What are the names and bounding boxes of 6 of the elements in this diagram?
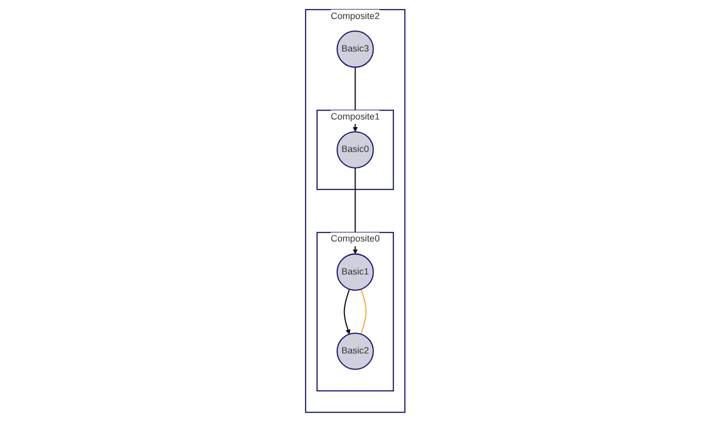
node-circle: Basic2 bbox=[336, 332, 374, 370]
connector bbox=[360, 289, 366, 334]
node-circle: Basic3 bbox=[336, 30, 374, 68]
arrow bbox=[343, 289, 350, 334]
node-circle: Basic0 bbox=[336, 131, 374, 169]
node-circle: Basic1 bbox=[336, 253, 374, 291]
